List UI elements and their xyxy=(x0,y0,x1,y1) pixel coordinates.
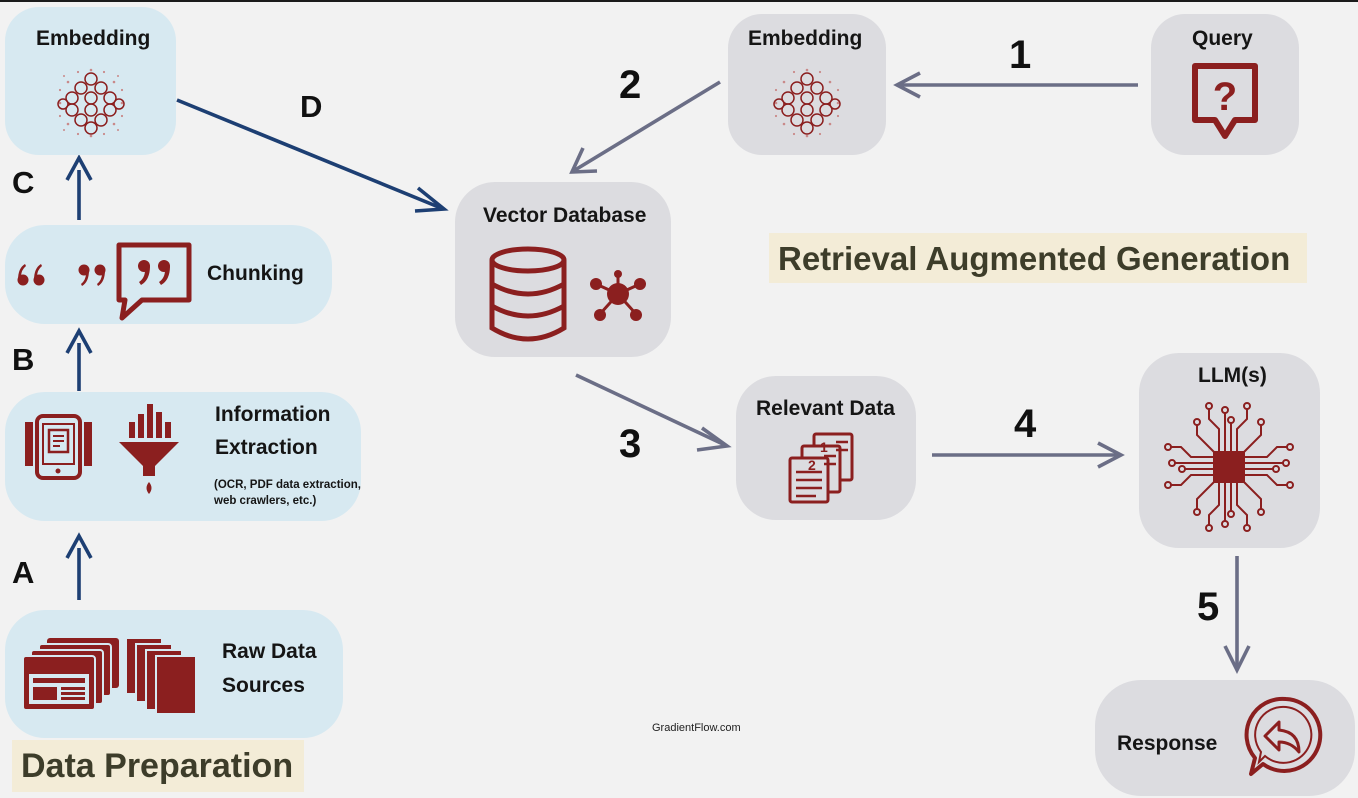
arrow-c xyxy=(65,154,93,220)
ranked-documents-icon: 1 2 xyxy=(788,432,854,504)
funnel-icon xyxy=(119,404,179,494)
llm-label: LLM(s) xyxy=(1198,364,1267,387)
rag-title: Retrieval Augmented Generation xyxy=(778,240,1291,277)
step-5-label: 5 xyxy=(1197,585,1220,629)
arrow-b xyxy=(65,327,93,391)
chunking-label: Chunking xyxy=(207,262,304,285)
raw-data-sources-node: Raw Data Sources xyxy=(5,610,343,738)
information-extraction-label-line1: Information xyxy=(215,403,331,426)
llm-node: LLM(s) xyxy=(1139,353,1320,548)
step-1-label: 1 xyxy=(1009,33,1032,77)
raw-data-label-line2: Sources xyxy=(222,674,305,697)
arrow-3 xyxy=(575,373,732,452)
step-4-label: 4 xyxy=(1014,402,1037,446)
open-quote-icon xyxy=(17,264,45,286)
question-bubble-icon: ? xyxy=(1192,63,1258,139)
embedding-query-node: Embedding xyxy=(728,14,886,155)
arrow-d xyxy=(176,98,449,213)
neural-network-icon xyxy=(773,68,841,138)
arrow-5 xyxy=(1223,556,1251,675)
raw-data-label-line1: Raw Data xyxy=(222,640,317,663)
arrow-1 xyxy=(893,71,1138,99)
embedding-query-label: Embedding xyxy=(748,27,863,50)
close-quote-icon xyxy=(78,264,106,286)
step-d-label: D xyxy=(300,89,323,124)
relevant-data-node: Relevant Data 1 2 xyxy=(736,376,916,520)
chunking-node: Chunking xyxy=(5,225,332,324)
response-node: Response xyxy=(1095,680,1355,796)
vector-database-label: Vector Database xyxy=(483,204,647,227)
svg-text:2: 2 xyxy=(808,457,816,473)
network-hub-icon xyxy=(590,270,646,321)
arrow-a xyxy=(65,532,93,600)
data-preparation-title: Data Preparation xyxy=(21,747,294,785)
reply-bubble-icon xyxy=(1244,696,1323,776)
arrow-4 xyxy=(932,441,1125,469)
step-a-label: A xyxy=(12,555,35,590)
vector-database-node: Vector Database xyxy=(455,182,671,357)
information-extraction-node: Information Extraction (OCR, PDF data ex… xyxy=(5,392,361,521)
step-b-label: B xyxy=(12,342,35,377)
embedding-prep-label: Embedding xyxy=(36,27,151,50)
relevant-data-label: Relevant Data xyxy=(756,397,895,420)
step-c-label: C xyxy=(12,165,35,200)
document-scan-icon xyxy=(25,414,92,480)
information-extraction-note-line2: web crawlers, etc.) xyxy=(214,495,317,507)
query-label: Query xyxy=(1192,27,1253,50)
svg-text:1: 1 xyxy=(820,439,828,455)
step-3-label: 3 xyxy=(619,422,642,466)
query-node: Query ? xyxy=(1151,14,1299,155)
neural-network-icon xyxy=(57,68,125,138)
database-icon xyxy=(489,246,567,342)
information-extraction-label-line2: Extraction xyxy=(215,436,318,459)
credit-text: GradientFlow.com xyxy=(652,722,741,734)
step-2-label: 2 xyxy=(619,63,642,107)
information-extraction-note: (OCR, PDF data extraction, web crawlers,… xyxy=(214,477,364,509)
chip-circuit-icon xyxy=(1164,402,1294,532)
document-stack-icon xyxy=(125,637,197,715)
rag-banner: Retrieval Augmented Generation xyxy=(769,233,1307,283)
svg-text:?: ? xyxy=(1213,75,1237,119)
speech-bubble-quote-icon xyxy=(116,242,192,321)
information-extraction-note-line1: (OCR, PDF data extraction, xyxy=(214,479,361,491)
webpages-icon xyxy=(23,638,119,711)
data-preparation-banner: Data Preparation xyxy=(12,740,304,792)
top-border xyxy=(0,0,1358,2)
embedding-prep-node: Embedding xyxy=(5,7,176,155)
response-label: Response xyxy=(1117,732,1218,755)
arrow-2 xyxy=(569,80,721,174)
